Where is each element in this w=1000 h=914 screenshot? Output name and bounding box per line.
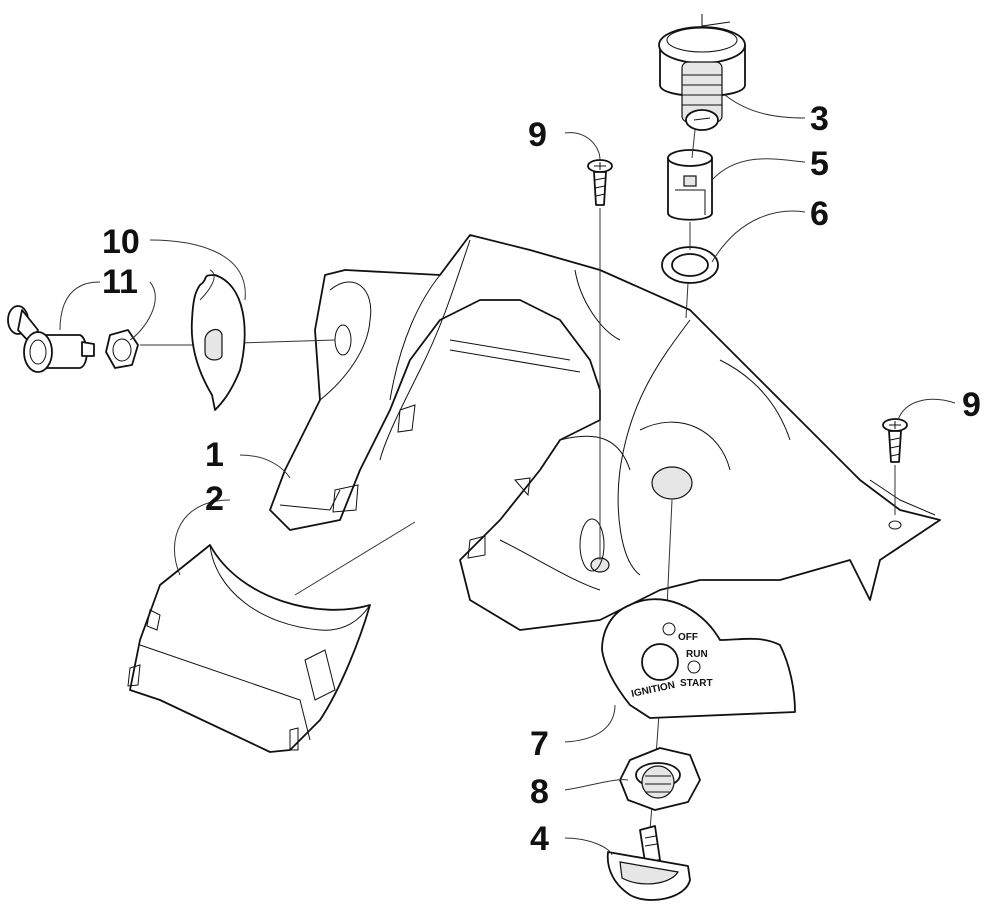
accessory-socket: [7, 305, 95, 373]
callout-10: 10: [102, 223, 140, 261]
accessory-nut: [105, 329, 139, 369]
callout-1: 1: [205, 436, 224, 474]
callout-8: 8: [530, 773, 549, 811]
callout-7: 7: [530, 725, 549, 763]
plate-run-label: RUN: [686, 649, 708, 660]
screw-right: [882, 418, 908, 463]
callout-3: 3: [810, 100, 829, 138]
lock-washer: [661, 246, 719, 284]
plate-start-label: START: [680, 678, 713, 689]
callout-9-right: 9: [962, 386, 981, 424]
screw-top: [587, 159, 613, 206]
console-housing: [269, 234, 941, 631]
lower-cover: [127, 544, 371, 753]
ignition-switch: [658, 14, 746, 131]
callout-9-top: 9: [528, 116, 547, 154]
sleeve: [667, 149, 713, 221]
callout-6: 6: [810, 195, 829, 233]
callout-4: 4: [530, 820, 549, 858]
ignition-key: [606, 825, 691, 901]
ignition-plate: OFF RUN START IGNITION: [601, 598, 796, 719]
callout-5: 5: [810, 145, 829, 183]
plate-off-label: OFF: [678, 632, 698, 643]
callout-2: 2: [205, 480, 224, 518]
cover-plate: [190, 274, 246, 411]
callout-11: 11: [102, 263, 138, 301]
hex-nut: [619, 747, 701, 811]
